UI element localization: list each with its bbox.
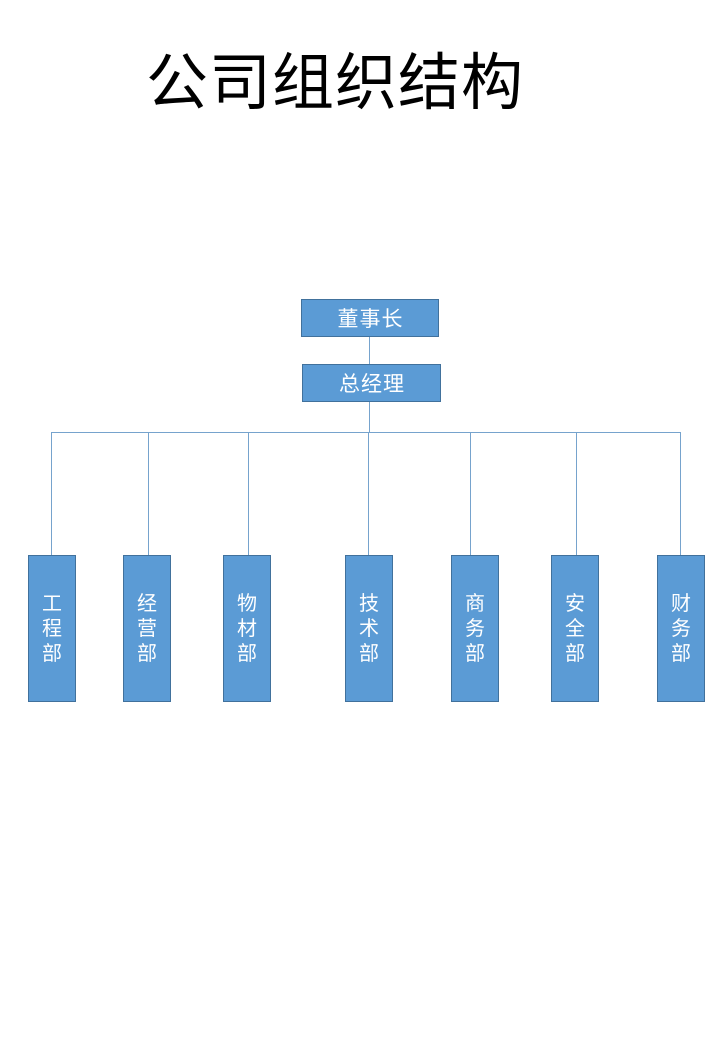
connector-chairman-gm — [369, 337, 370, 364]
connector-drop-finance — [680, 432, 681, 555]
connector-drop-materials — [248, 432, 249, 555]
org-box-dept-finance[interactable]: 财务部 — [657, 555, 705, 702]
connector-drop-operations — [148, 432, 149, 555]
org-box-dept-technology-label: 技术部 — [359, 591, 379, 665]
page-title: 公司组织结构 — [146, 46, 525, 119]
org-box-dept-safety[interactable]: 安全部 — [551, 555, 599, 702]
org-box-dept-materials-label: 物材部 — [237, 591, 257, 665]
connector-bus-horizontal — [51, 432, 680, 433]
org-box-chairman[interactable]: 董事长 — [301, 299, 439, 337]
org-box-dept-technology[interactable]: 技术部 — [345, 555, 393, 702]
org-box-chairman-label: 董事长 — [337, 307, 404, 331]
org-box-dept-engineering-label: 工程部 — [42, 591, 62, 665]
org-box-dept-business[interactable]: 商务部 — [451, 555, 499, 702]
org-box-dept-business-label: 商务部 — [465, 591, 485, 665]
org-box-general-manager-label: 总经理 — [339, 372, 405, 396]
org-box-dept-operations-label: 经营部 — [137, 591, 157, 665]
org-box-dept-safety-label: 安全部 — [565, 591, 585, 665]
connector-drop-safety — [576, 432, 577, 555]
connector-gm-bus — [369, 402, 370, 432]
connector-drop-business — [470, 432, 471, 555]
org-box-dept-finance-label: 财务部 — [671, 591, 691, 665]
org-box-general-manager[interactable]: 总经理 — [302, 364, 441, 402]
connector-drop-engineering — [51, 432, 52, 555]
org-box-dept-materials[interactable]: 物材部 — [223, 555, 271, 702]
connector-drop-technology — [368, 432, 369, 555]
org-box-dept-operations[interactable]: 经营部 — [123, 555, 171, 702]
org-box-dept-engineering[interactable]: 工程部 — [28, 555, 76, 702]
